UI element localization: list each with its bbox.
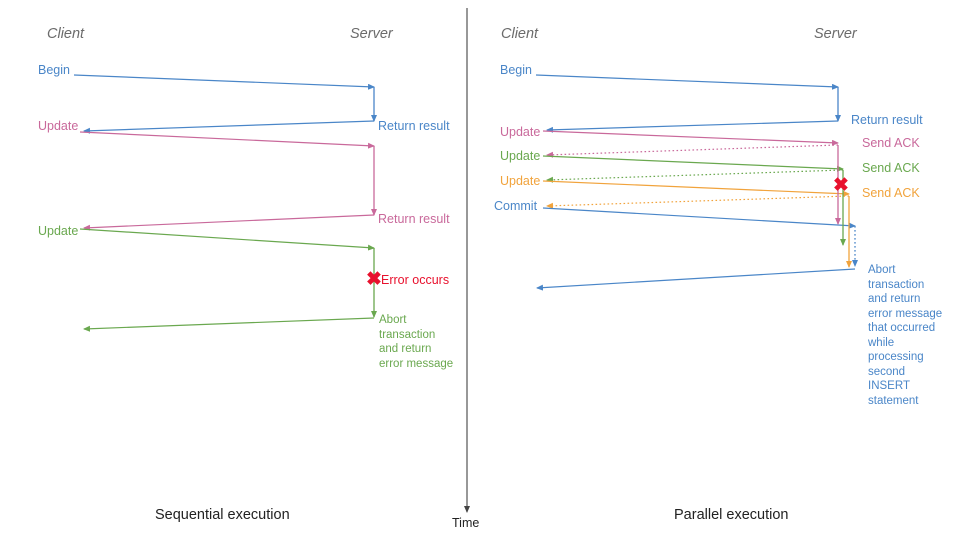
- parallel-send-ack-3-label: Send ACK: [862, 186, 920, 200]
- parallel-abort-note-line-4: that occurred: [868, 322, 936, 334]
- sequential-abort-return-arrow: [83, 317, 375, 332]
- parallel-abort-note-line-2: and return: [868, 293, 921, 305]
- parallel-update-request-3-label: Update: [500, 174, 541, 188]
- sequential-abort-note-line-1: transaction: [379, 328, 436, 341]
- parallel-abort-note-line-1: transaction: [868, 278, 925, 291]
- parallel-send-ack-2-arrow: [546, 169, 844, 183]
- parallel-abort-note-line-5: while: [868, 336, 895, 349]
- sequential-begin-request-label: Begin: [38, 63, 70, 77]
- actor-client-parallel: Client: [501, 26, 539, 42]
- parallel-error-x-icon: ✖: [833, 175, 849, 196]
- parallel-update-request-3-arrow: [542, 180, 850, 197]
- parallel-begin-request-arrow: [535, 74, 839, 90]
- parallel-abort-note-line-7: second: [868, 365, 906, 378]
- parallel-send-ack-2-label: Send ACK: [862, 161, 920, 175]
- sequential-abort-note: Abort transaction and return error message: [379, 313, 453, 371]
- actor-server-parallel: Server: [814, 26, 857, 42]
- parallel-abort-note-line-8: INSERT: [868, 380, 910, 392]
- sequential-update-request-2-label: Update: [38, 224, 79, 238]
- parallel-abort-note: Abort transaction and return error message t…: [868, 263, 942, 408]
- parallel-update-request-2-label: Update: [500, 149, 541, 163]
- parallel-abort-return-arrow: [536, 268, 856, 291]
- parallel-abort-note-line-3: error message: [868, 307, 943, 320]
- time-axis-label: Time: [452, 516, 480, 530]
- parallel-send-ack-1-label: Send ACK: [862, 136, 920, 150]
- sequential-update-request-2-arrow: [79, 228, 375, 251]
- parallel-abort-note-line-6: processing: [868, 351, 924, 363]
- parallel-abort-note-line-9: statement: [868, 394, 919, 407]
- parallel-commit-request-arrow: [542, 207, 856, 229]
- sequential-abort-note-line-2: and return: [379, 343, 432, 355]
- panel-caption-sequential: Sequential execution: [155, 507, 290, 523]
- sequential-abort-note-line-3: error message: [379, 357, 454, 370]
- sequential-begin-request-arrow: [73, 74, 375, 90]
- panel-caption-parallel: Parallel execution: [674, 507, 789, 523]
- sequential-return-result-2-arrow: [83, 214, 375, 231]
- parallel-update-request-2-arrow: [542, 155, 844, 172]
- parallel-send-ack-1-arrow: [546, 144, 839, 158]
- parallel-return-result-arrow: [546, 120, 839, 133]
- parallel-update-request-1-label: Update: [500, 125, 541, 139]
- parallel-update-request-1-arrow: [542, 130, 839, 146]
- sequential-error-label: Error occurs: [381, 273, 450, 287]
- sequential-update-request-1-label: Update: [38, 119, 79, 133]
- parallel-send-ack-3-arrow: [546, 195, 850, 209]
- sequential-return-result-2-label: Return result: [378, 212, 450, 226]
- parallel-begin-request-label: Begin: [500, 63, 532, 77]
- parallel-commit-request-label: Commit: [494, 199, 538, 213]
- actor-server-sequential: Server: [350, 26, 393, 42]
- sequential-update-request-1-arrow: [79, 131, 375, 149]
- sequential-error-x-icon: ✖: [366, 269, 382, 290]
- sequential-abort-note-line-0: Abort: [379, 314, 407, 326]
- parallel-return-result-label: Return result: [851, 113, 923, 127]
- actor-client-sequential: Client: [47, 26, 85, 42]
- parallel-abort-note-line-0: Abort: [868, 264, 896, 276]
- sequential-return-result-1-label: Return result: [378, 119, 450, 133]
- sequential-return-result-1-arrow: [83, 120, 375, 134]
